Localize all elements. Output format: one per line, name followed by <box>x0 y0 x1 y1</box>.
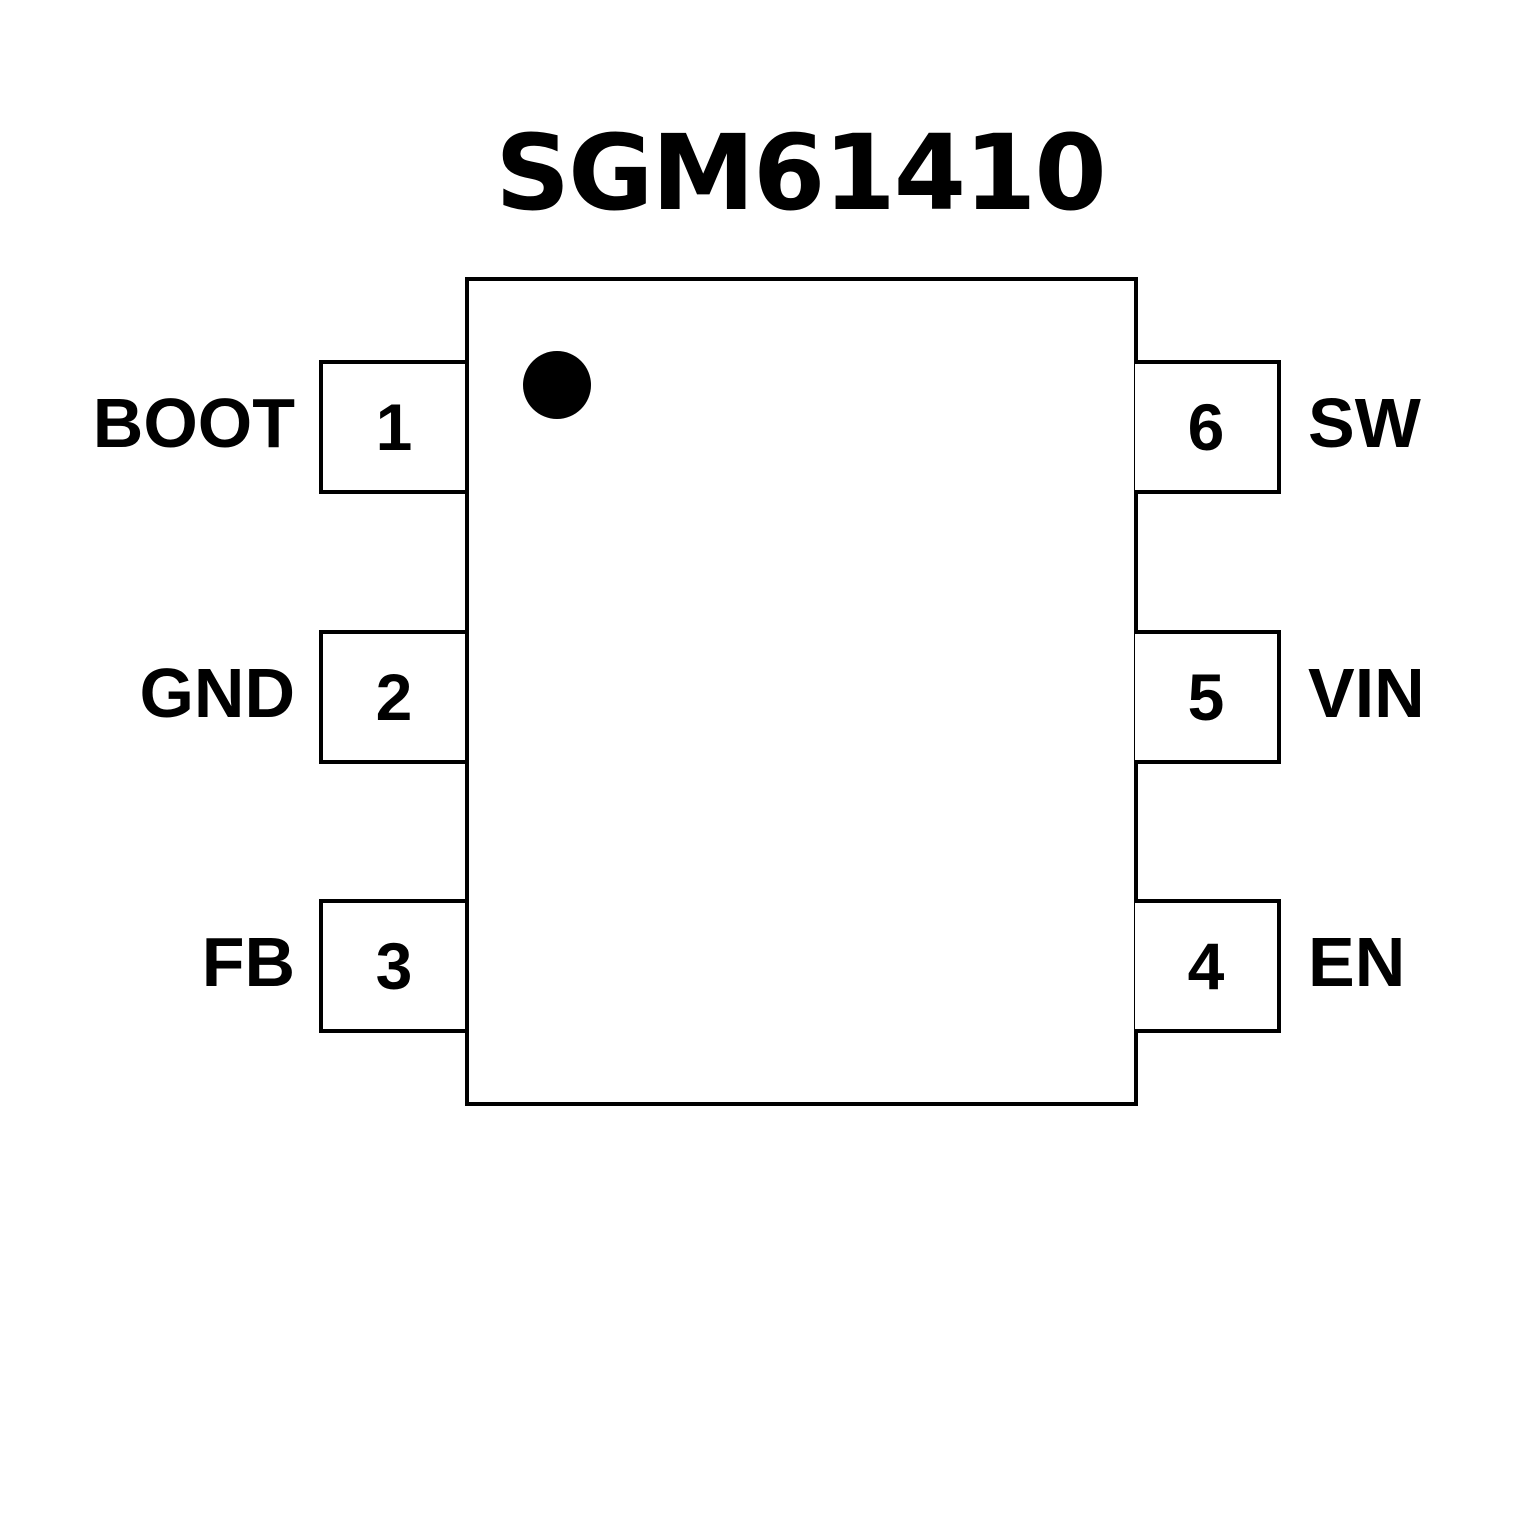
pin-2: 2 <box>319 630 465 764</box>
pin1-indicator-dot <box>523 351 591 419</box>
pin-label-fb: FB <box>201 923 295 1001</box>
pin-label-en: EN <box>1308 923 1406 1001</box>
pin-label-gnd: GND <box>139 654 295 732</box>
pin-1: 1 <box>319 360 465 494</box>
chip-body <box>465 277 1138 1106</box>
pin-6: 6 <box>1135 360 1281 494</box>
pin-label-sw: SW <box>1308 384 1421 462</box>
pin-label-boot: BOOT <box>92 384 295 462</box>
pin-3: 3 <box>319 899 465 1033</box>
chip-title: SGM61410 <box>495 112 1107 234</box>
pin-label-vin: VIN <box>1308 654 1425 732</box>
pin-4: 4 <box>1135 899 1281 1033</box>
pin-5: 5 <box>1135 630 1281 764</box>
